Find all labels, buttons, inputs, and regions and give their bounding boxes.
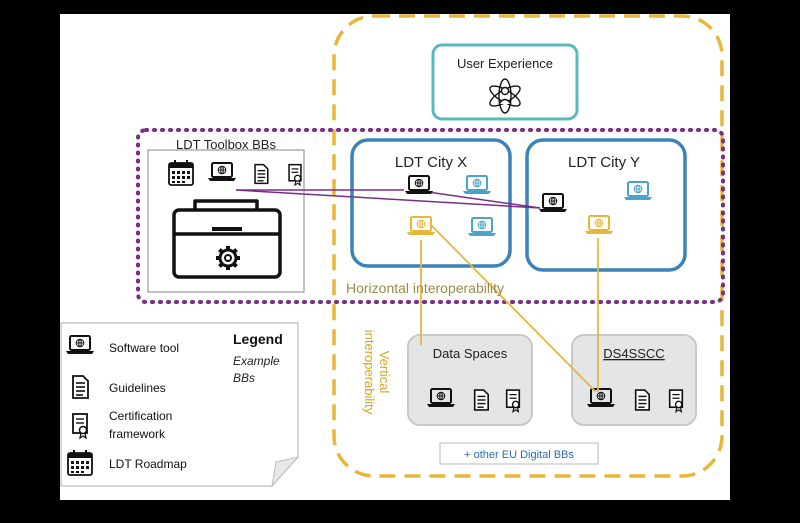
other-bbs-box: + other EU Digital BBs	[439, 442, 599, 465]
legend-subtitle-line2: BBs	[233, 371, 255, 385]
ds4sscc-document-icon	[634, 389, 651, 411]
data-spaces-document-icon	[473, 389, 490, 411]
vertical-interop-line2: interoperability	[362, 330, 377, 415]
data-spaces-label: Data Spaces	[433, 346, 508, 361]
connector-lines	[235, 189, 599, 393]
legend-item-certification-line2: framework	[109, 427, 166, 441]
legend-laptop-icon	[65, 335, 95, 355]
legend-item-certification-line1: Certification	[109, 409, 172, 423]
legend-document-icon	[72, 375, 89, 399]
ds4sscc-box: DS4SSCC	[571, 334, 697, 426]
vertical-interop-label: Vertical interoperability	[362, 330, 392, 415]
ds4sscc-label[interactable]: DS4SSCC	[603, 346, 664, 361]
legend-panel: Legend Example BBs Software tool Guideli…	[60, 322, 300, 488]
toolbox-calendar-icon	[168, 159, 194, 186]
user-experience-box: User Experience	[431, 43, 579, 121]
legend-item-guidelines: Guidelines	[109, 381, 166, 395]
legend-title: Legend	[233, 331, 283, 347]
legend-item-ldt-roadmap: LDT Roadmap	[109, 457, 187, 471]
data-spaces-laptop-icon	[426, 388, 456, 408]
ds4sscc-laptop-icon	[586, 388, 616, 408]
vertical-interop-line1: Vertical	[377, 351, 392, 394]
city-y-box: LDT City Y	[525, 138, 687, 272]
user-experience-label: User Experience	[457, 56, 553, 71]
city-x-box: LDT City X	[350, 138, 512, 268]
toolbox-document-icon	[254, 163, 269, 185]
toolbox-icon	[172, 199, 282, 279]
toolbox-label: LDT Toolbox BBs	[176, 137, 276, 152]
horizontal-interop-frame	[136, 128, 725, 304]
legend-calendar-icon	[67, 449, 93, 476]
horizontal-interop-label: Horizontal interoperability	[346, 280, 504, 296]
legend-item-software-tool: Software tool	[109, 341, 179, 355]
city-y-label: LDT City Y	[568, 154, 640, 171]
legend-subtitle-line1: Example	[233, 354, 280, 368]
toolbox-box: LDT Toolbox BBs	[147, 137, 305, 293]
user-experience-icon	[489, 78, 521, 114]
other-bbs-label: + other EU Digital BBs	[464, 449, 574, 461]
gear-icon	[216, 246, 240, 270]
data-spaces-box: Data Spaces	[407, 334, 533, 426]
city-x-label: LDT City X	[395, 154, 467, 171]
